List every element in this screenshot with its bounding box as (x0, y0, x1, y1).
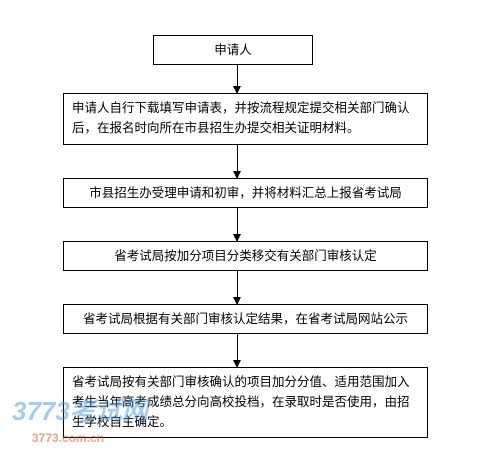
arrow-5 (233, 334, 241, 368)
node-step5: 省考试局按有关部门审核确认的项目加分分值、适用范围加入考生当年高考成绩总分向高校… (63, 367, 428, 438)
node-applicant: 申请人 (153, 35, 313, 65)
node-step2-text: 市县招生办受理申请和初审，并将材料汇总上报省考试局 (89, 185, 402, 200)
arrow-2 (233, 145, 241, 179)
arrow-4 (233, 271, 241, 305)
node-step5-text: 省考试局按有关部门审核确认的项目加分分值、适用范围加入考生当年高考成绩总分向高校… (72, 374, 410, 429)
arrow-3 (233, 208, 241, 242)
node-step1-text: 申请人自行下载填写申请表，并按流程规定提交相关部门确认后，在报名时向所在市县招生… (72, 100, 410, 135)
node-step3-text: 省考试局按加分项目分类移交有关部门审核认定 (114, 248, 377, 263)
arrow-1 (233, 65, 241, 94)
node-step4-text: 省考试局根据有关部门审核认定结果，在省考试局网站公示 (82, 311, 408, 326)
node-applicant-text: 申请人 (214, 42, 252, 57)
node-step4: 省考试局根据有关部门审核认定结果，在省考试局网站公示 (63, 304, 428, 334)
node-step2: 市县招生办受理申请和初审，并将材料汇总上报省考试局 (63, 178, 428, 208)
node-step3: 省考试局按加分项目分类移交有关部门审核认定 (63, 241, 428, 271)
node-step1: 申请人自行下载填写申请表，并按流程规定提交相关部门确认后，在报名时向所在市县招生… (63, 93, 428, 145)
